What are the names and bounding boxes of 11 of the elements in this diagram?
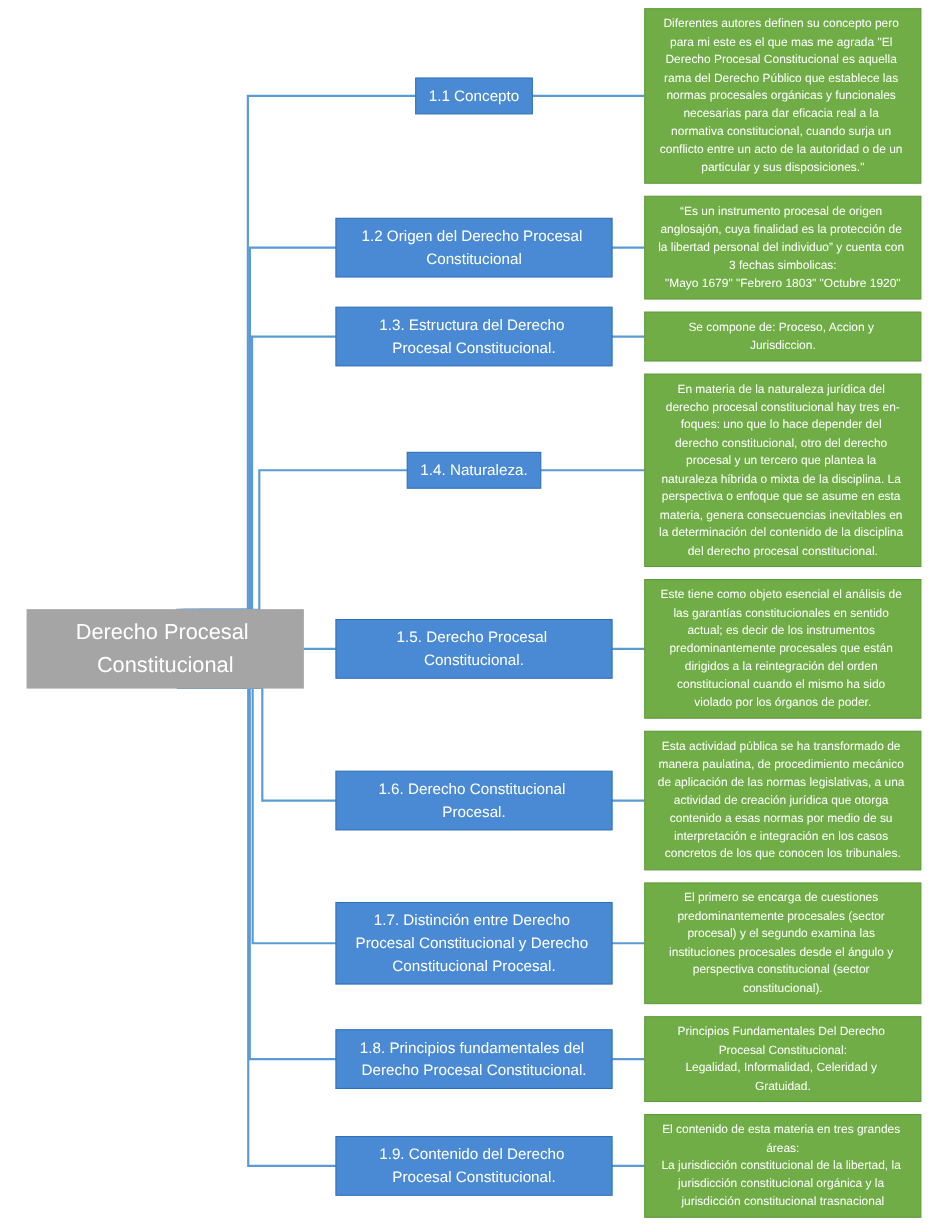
connector xyxy=(612,942,645,945)
connector xyxy=(612,799,645,802)
connector xyxy=(303,647,336,650)
connector xyxy=(532,94,645,98)
node-box: Derecho Procesal Constitucional xyxy=(26,609,304,689)
connector xyxy=(612,246,645,249)
connector xyxy=(612,335,645,338)
connector xyxy=(612,1058,645,1061)
connector xyxy=(540,469,645,472)
connector xyxy=(612,647,645,650)
connector xyxy=(612,1164,645,1167)
